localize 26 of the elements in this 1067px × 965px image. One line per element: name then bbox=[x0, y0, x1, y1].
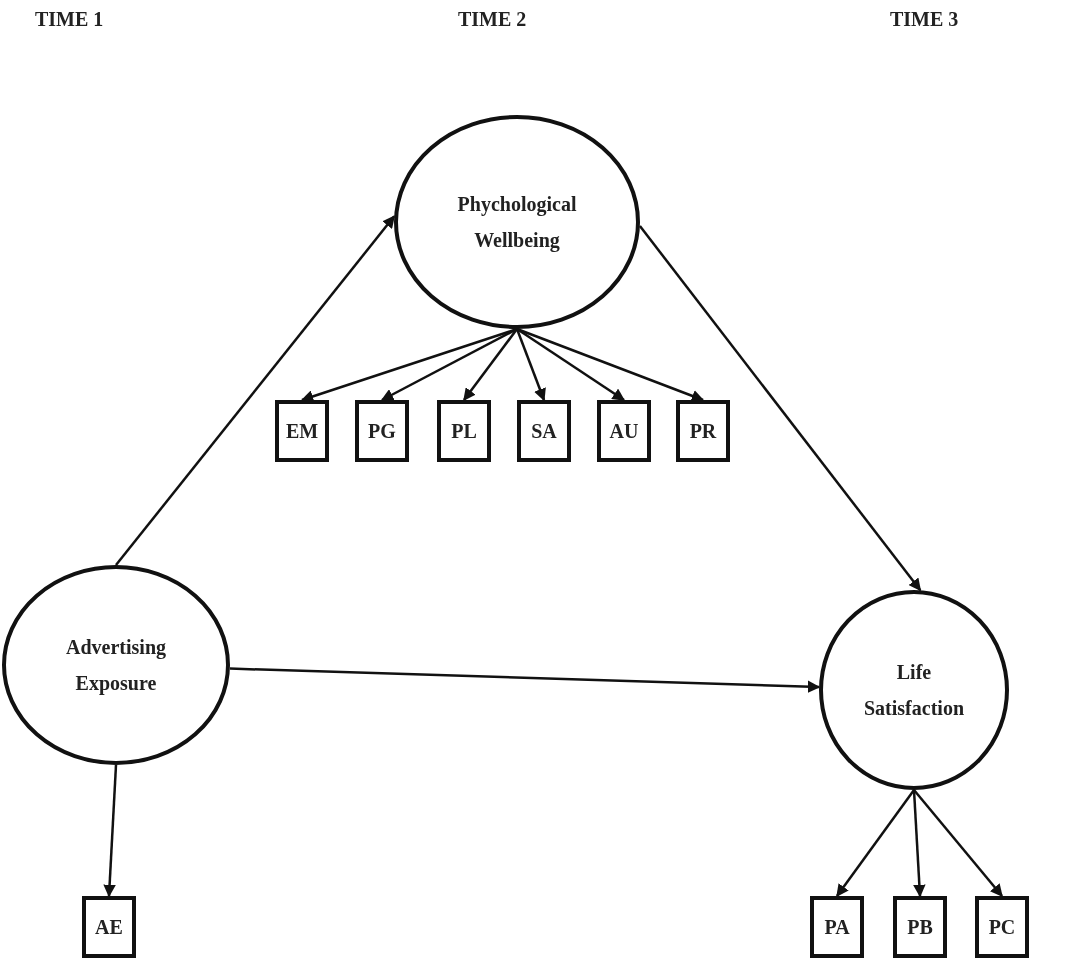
indicator-box: AE bbox=[82, 896, 136, 958]
indicator-box: PL bbox=[437, 400, 491, 462]
time-label: TIME 2 bbox=[458, 8, 527, 31]
indicator-box: EM bbox=[275, 400, 329, 462]
indicator-box: PB bbox=[893, 896, 947, 958]
indicator-box: PG bbox=[355, 400, 409, 462]
time-label: TIME 3 bbox=[890, 8, 959, 31]
indicator-box: PC bbox=[975, 896, 1029, 958]
arrow bbox=[229, 667, 821, 693]
arrow bbox=[515, 328, 546, 402]
arrow bbox=[913, 789, 1003, 897]
construct-label: Advertising Exposure bbox=[65, 635, 167, 697]
arrow bbox=[463, 328, 518, 401]
arrow bbox=[516, 327, 705, 402]
arrow bbox=[103, 764, 118, 898]
construct-label: Life Satisfaction bbox=[863, 660, 965, 721]
arrow bbox=[912, 789, 926, 898]
indicator-box: PR bbox=[676, 400, 730, 462]
indicator-box: SA bbox=[517, 400, 571, 462]
arrow bbox=[638, 225, 922, 592]
arrow bbox=[115, 215, 396, 566]
arrow bbox=[836, 789, 915, 897]
indicator-box: AU bbox=[597, 400, 651, 462]
construct-label: Phychological Wellbeing bbox=[456, 192, 578, 254]
indicator-box: PA bbox=[810, 896, 864, 958]
time-label: TIME 1 bbox=[35, 8, 104, 31]
